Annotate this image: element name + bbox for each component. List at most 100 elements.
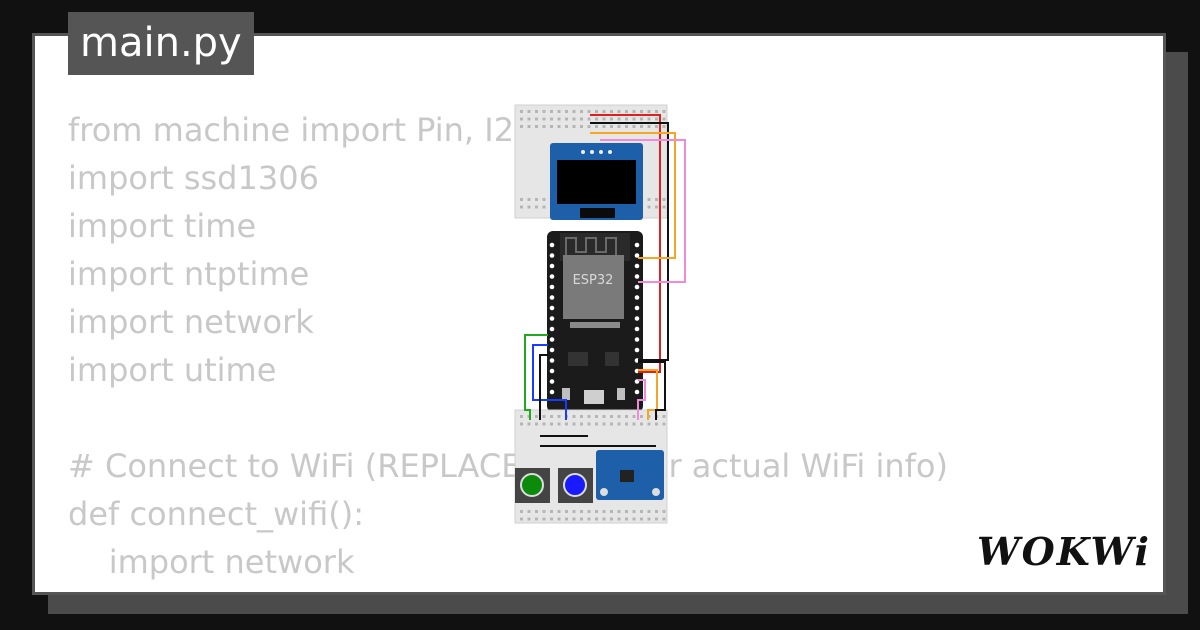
breadboard-hole (662, 125, 666, 128)
code-line: def connect_wifi(): (68, 495, 364, 533)
breadboard-hole (535, 198, 538, 201)
esp32-pin (549, 305, 555, 311)
circuit-diagram: ESP32 (514, 104, 686, 524)
breadboard-hole (587, 510, 591, 513)
breadboard-hole (595, 510, 598, 513)
esp32-pin (549, 242, 555, 248)
breadboard-hole (580, 110, 583, 113)
breadboard-hole (580, 117, 583, 121)
esp32-label: ESP32 (573, 273, 614, 288)
breadboard-hole (550, 110, 553, 113)
breadboard-hole (520, 422, 523, 426)
breadboard-hole (617, 117, 621, 121)
code-line: import network (68, 303, 314, 341)
breadboard-hole (535, 125, 538, 128)
breadboard-hole (587, 422, 591, 426)
esp32-pin (634, 253, 640, 258)
breadboard-hole (662, 110, 666, 113)
breadboard-hole (527, 110, 531, 113)
breadboard-hole (535, 110, 538, 113)
breadboard-hole (527, 517, 531, 521)
esp32-pin (634, 305, 640, 311)
breadboard-hole (527, 198, 531, 201)
breadboard-hole (617, 510, 621, 513)
breadboard-hole (602, 517, 606, 521)
code-line: import utime (68, 351, 277, 389)
wokwi-logo: WOKWi (977, 529, 1149, 574)
breadboard-hole (640, 415, 643, 418)
esp32-pin (549, 358, 555, 363)
esp32-pin (549, 274, 555, 279)
breadboard-hole (542, 110, 546, 113)
breadboard-hole (542, 117, 546, 121)
breadboard-hole (542, 517, 546, 521)
breadboard-hole (557, 415, 561, 418)
breadboard-hole (520, 205, 523, 209)
breadboard-hole (565, 510, 568, 513)
breadboard-hole (557, 125, 561, 128)
breadboard-hole (625, 110, 628, 113)
breadboard-hole (617, 422, 621, 426)
breadboard-hole (572, 422, 576, 426)
esp32-pin (549, 284, 555, 290)
breadboard-hole (572, 415, 576, 418)
breadboard-hole (580, 415, 583, 418)
breadboard-hole (557, 117, 561, 121)
breadboard-hole (595, 415, 598, 418)
breadboard-hole (527, 205, 531, 209)
breadboard-hole (542, 198, 546, 201)
breadboard-hole (625, 117, 628, 121)
breadboard-hole (632, 110, 636, 113)
breadboard-hole (580, 517, 583, 521)
breadboard-hole (535, 517, 538, 521)
breadboard-hole (610, 117, 613, 121)
breadboard-hole (557, 517, 561, 521)
breadboard-hole (662, 422, 666, 426)
breadboard-hole (595, 422, 598, 426)
breadboard-hole (647, 110, 651, 113)
esp32-pin (549, 347, 555, 353)
esp32-pin (634, 347, 640, 353)
esp32-pin (634, 284, 640, 290)
breadboard-hole (655, 198, 658, 201)
breadboard-hole (550, 125, 553, 128)
breadboard-hole (662, 415, 666, 418)
breadboard-hole (610, 110, 613, 113)
breadboard-hole (602, 117, 606, 121)
breadboard-hole (640, 517, 643, 521)
breadboard-hole (520, 117, 523, 121)
breadboard-hole (625, 517, 628, 521)
breadboard-hole (527, 510, 531, 513)
breadboard-hole (647, 198, 651, 201)
breadboard-hole (640, 510, 643, 513)
breadboard-hole (640, 125, 643, 128)
breadboard-hole (655, 205, 658, 209)
breadboard-hole (632, 510, 636, 513)
breadboard-hole (655, 422, 658, 426)
breadboard-hole (550, 415, 553, 418)
breadboard-hole (565, 422, 568, 426)
esp32-pin (549, 389, 555, 395)
esp32-pin (549, 253, 555, 258)
breadboard-hole (527, 125, 531, 128)
breadboard-hole (587, 110, 591, 113)
breadboard-hole (587, 415, 591, 418)
breadboard-hole (535, 510, 538, 513)
breadboard-hole (527, 422, 531, 426)
code-line: import ssd1306 (68, 159, 319, 197)
breadboard-hole (550, 517, 553, 521)
breadboard-hole (610, 415, 613, 418)
breadboard-hole (542, 205, 546, 209)
breadboard-hole (527, 117, 531, 121)
breadboard-hole (632, 125, 636, 128)
breadboard-hole (632, 415, 636, 418)
breadboard-hole (535, 415, 538, 418)
breadboard-hole (610, 422, 613, 426)
breadboard-hole (647, 117, 651, 121)
breadboard-hole (662, 117, 666, 121)
breadboard-hole (520, 110, 523, 113)
breadboard-hole (595, 125, 598, 128)
code-line: import network (68, 543, 355, 581)
breadboard-hole (550, 510, 553, 513)
